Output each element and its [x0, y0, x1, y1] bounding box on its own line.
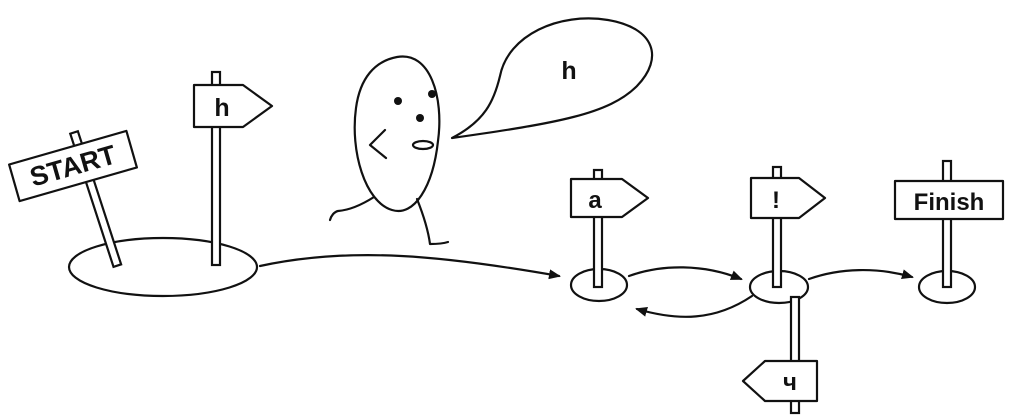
exclamation-sign-arrow — [751, 178, 825, 218]
character-eye-left — [394, 97, 402, 105]
exclamation-to-a-arrow — [637, 296, 752, 317]
a-to-exclamation-arrow — [629, 267, 741, 279]
character-leg-right — [417, 199, 448, 244]
start-island: START h — [9, 72, 272, 296]
finish-sign-label: Finish — [914, 189, 985, 216]
character-eye-lower — [416, 114, 424, 122]
start-state-ellipse — [69, 238, 257, 296]
a-sign-label: a — [588, 187, 602, 214]
finish-state-island: Finish — [895, 161, 1003, 303]
character-body — [355, 56, 440, 211]
exclamation-to-finish-arrow — [809, 270, 912, 279]
speech-bubble: h — [452, 18, 652, 138]
exclamation-state-island: ! ч — [743, 167, 825, 413]
a-sign-arrow — [571, 179, 648, 217]
character-mouth — [413, 141, 433, 149]
walking-character — [330, 56, 448, 244]
h-sign-arrow — [194, 85, 272, 127]
h-direction-sign: h — [194, 72, 272, 265]
a-state-island: a — [571, 170, 648, 301]
back-sign-label: ч — [783, 369, 797, 396]
exclamation-sign-label: ! — [772, 187, 780, 214]
speech-bubble-shape — [452, 18, 652, 138]
start-to-a-arrow — [260, 255, 559, 276]
speech-bubble-text: h — [561, 57, 576, 85]
character-leg-left — [330, 197, 374, 220]
h-sign-label: h — [214, 94, 229, 122]
character-eye-right — [428, 90, 436, 98]
back-sign-arrow — [743, 361, 817, 401]
